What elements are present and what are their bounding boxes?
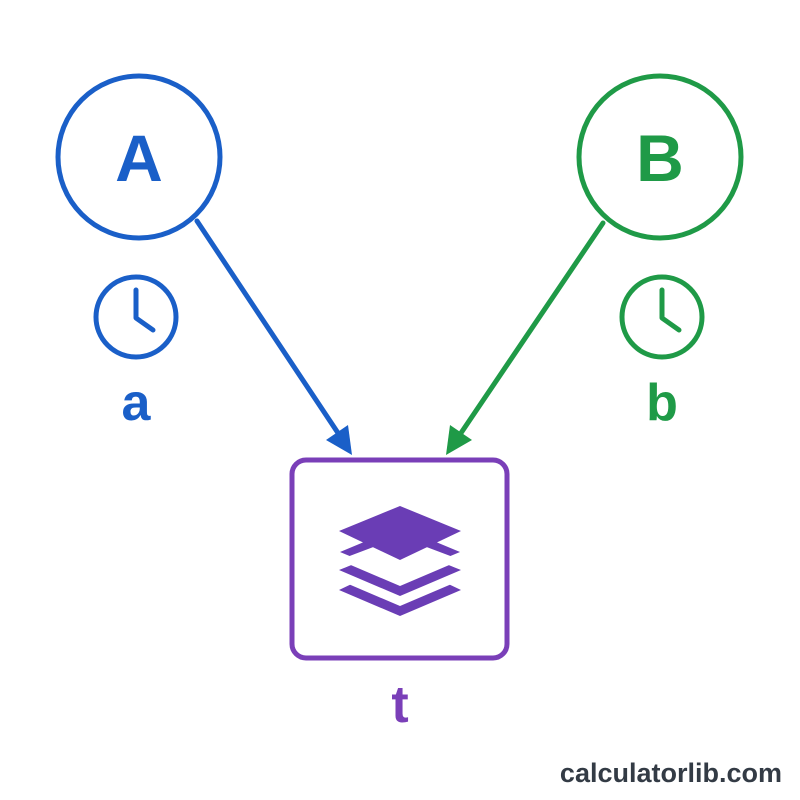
node-t-box xyxy=(289,457,510,661)
clock-icon xyxy=(93,274,179,360)
time-label-a: a xyxy=(122,374,152,432)
clock-icon xyxy=(619,274,705,360)
arrowhead-a xyxy=(326,425,352,455)
watermark-text: calculatorlib.com xyxy=(560,758,782,788)
node-a-circle xyxy=(55,73,223,241)
arrow-b-to-t xyxy=(446,220,606,455)
node-b: B xyxy=(576,73,744,241)
node-b-circle xyxy=(576,73,744,241)
arrow-a-to-t xyxy=(194,218,352,455)
node-a: A xyxy=(55,73,223,241)
target-label-t: t xyxy=(391,676,408,734)
arrowhead-b xyxy=(446,425,472,455)
layers-icon-stack xyxy=(339,506,461,616)
time-label-b: b xyxy=(646,374,678,432)
node-t xyxy=(289,457,510,661)
node-a-letter: A xyxy=(115,121,163,195)
node-b-letter: B xyxy=(636,121,684,195)
